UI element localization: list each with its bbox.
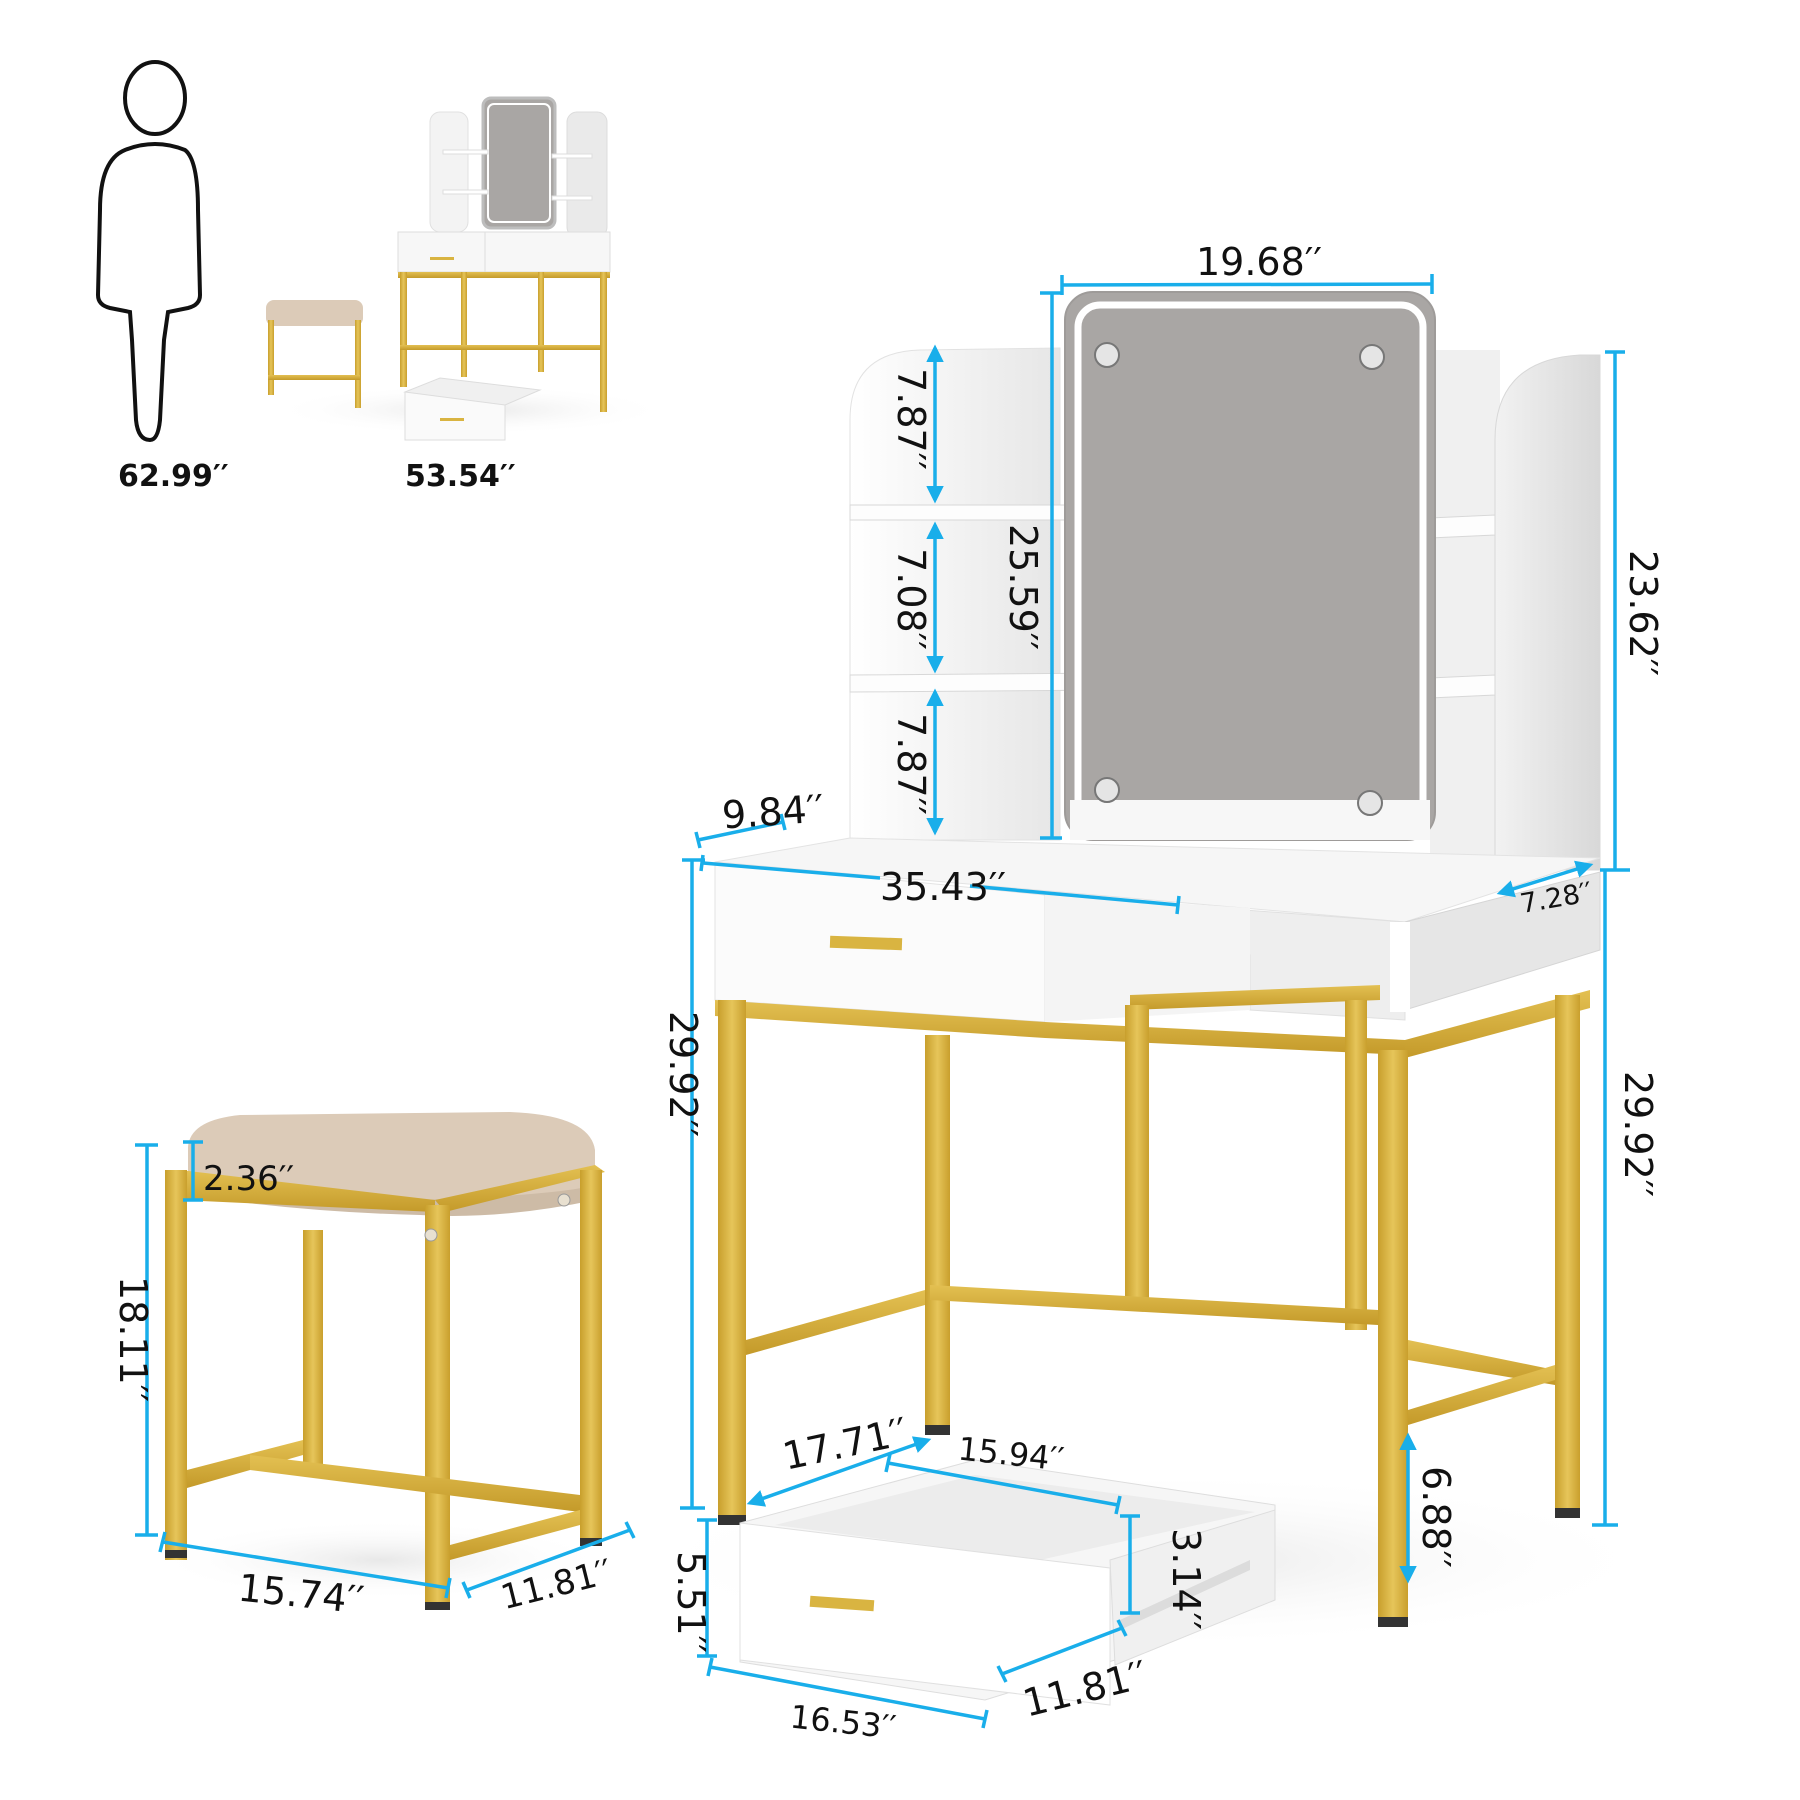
desk-width-label: 35.43′′ — [880, 865, 1007, 909]
drawer-illustration — [739, 1459, 1276, 1706]
vanity-overall-height-label: 53.54′′ — [405, 459, 516, 494]
drawer-front-height-label: 5.51′′ — [668, 1551, 713, 1653]
hutch-side-depth-label: 9.84′′ — [720, 786, 826, 838]
mirror-width-label: 19.68′′ — [1196, 240, 1323, 284]
person-silhouette-icon — [95, 60, 203, 443]
drawer-inner-width-label: 15.94′′ — [956, 1429, 1066, 1479]
foot-bar-height-label: 6.88′′ — [1413, 1466, 1458, 1568]
mirror-height-label: 25.59′′ — [1001, 523, 1046, 651]
stool-cushion-label: 2.36′′ — [203, 1159, 295, 1199]
shelf-top-gap-label: 7.87′′ — [888, 368, 933, 470]
hutch-height-label: 23.62′′ — [1621, 549, 1666, 677]
stool-height-label: 18.11′′ — [111, 1275, 156, 1403]
drawer-front-width-label: 16.53′′ — [788, 1697, 898, 1747]
overview-vanity-set-icon — [266, 96, 670, 441]
desk-height-left-label: 29.92′′ — [661, 1010, 706, 1138]
drawer-inner-height-label: 3.14′′ — [1163, 1528, 1208, 1630]
shelf-bottom-gap-label: 7.87′′ — [888, 713, 933, 815]
desk-height-right-label: 29.92′′ — [1616, 1070, 1661, 1198]
dimension-lines — [135, 274, 1630, 1729]
shelf-middle-gap-label: 7.08′′ — [888, 548, 933, 650]
person-height-label: 62.99′′ — [118, 459, 229, 494]
